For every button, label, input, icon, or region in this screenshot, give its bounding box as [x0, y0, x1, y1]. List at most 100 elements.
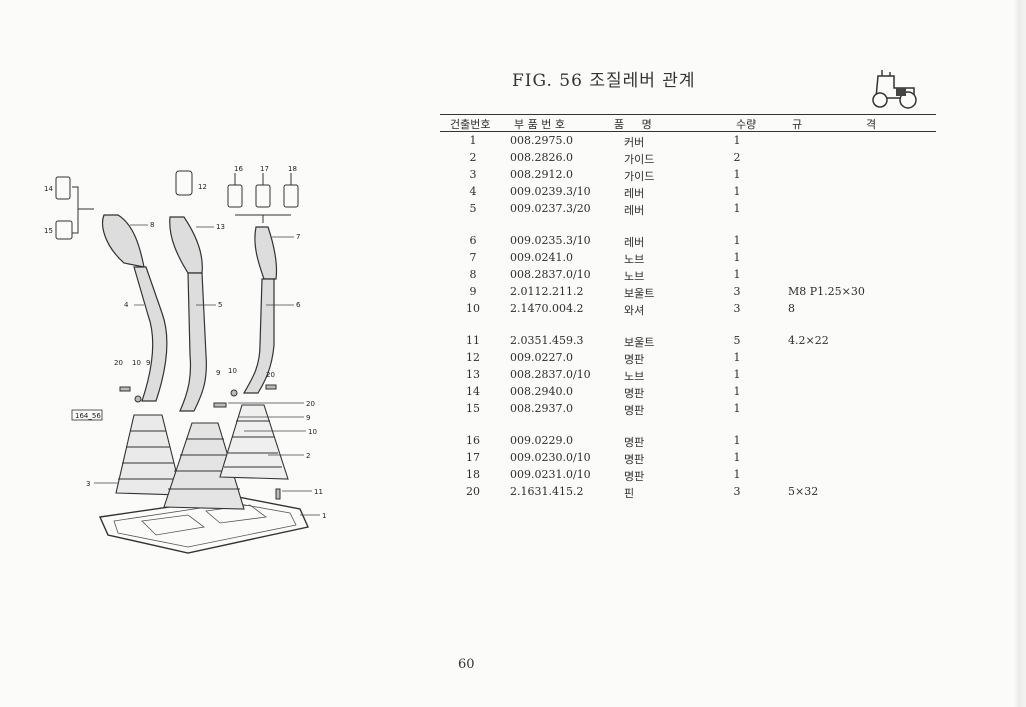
part-number: 009.0231.0/10 [510, 468, 591, 481]
callout-17: 17 [260, 165, 269, 173]
part-number: 2.1470.004.2 [510, 302, 584, 315]
quantity: 1 [733, 351, 741, 364]
item-number: 3 [469, 168, 477, 181]
drawing-code: 164_56 [75, 412, 101, 420]
bolts-and-pins [119, 384, 281, 500]
specification: 8 [788, 302, 795, 315]
header-qty: 수량 [736, 118, 757, 131]
item-number: 12 [466, 351, 480, 364]
item-number: 15 [466, 402, 480, 415]
part-number: 009.0229.0 [510, 434, 573, 447]
part-number: 008.2940.0 [510, 385, 573, 398]
item-number: 13 [466, 368, 480, 381]
part-number: 008.2912.0 [510, 168, 573, 181]
quantity: 1 [733, 368, 741, 381]
callout-10-left: 10 [132, 359, 141, 367]
item-number: 4 [469, 185, 477, 198]
part-number: 2.0351.459.3 [510, 334, 584, 347]
part-name: 가이드 [624, 153, 655, 166]
callout-20-left: 20 [114, 359, 123, 367]
callout-15: 15 [44, 227, 53, 235]
name-plates [55, 170, 299, 240]
item-number: 10 [466, 302, 480, 315]
page-number: 60 [458, 657, 475, 672]
callout-4: 4 [124, 301, 129, 309]
item-number: 6 [469, 234, 477, 247]
part-number: 008.2937.0 [510, 402, 573, 415]
part-name: 레버 [624, 236, 645, 249]
quantity: 2 [733, 151, 741, 164]
part-number: 2.1631.415.2 [510, 485, 584, 498]
part-name: 와셔 [624, 304, 645, 317]
drawing-code-box [71, 409, 103, 421]
part-name: 노브 [624, 253, 645, 266]
group-spacer [440, 217, 936, 232]
part-name: 보울트 [624, 287, 655, 300]
quantity: 1 [733, 234, 741, 247]
header-part-name: 품 명 [614, 118, 652, 131]
quantity: 1 [733, 268, 741, 281]
part-name: 명판 [624, 353, 645, 366]
callout-12: 12 [198, 183, 207, 191]
item-number: 18 [466, 468, 480, 481]
header-part-no: 부 품 번 호 [514, 118, 565, 131]
specification: M8 P1.25×30 [788, 285, 865, 298]
quantity: 1 [733, 402, 741, 415]
part-name: 핀 [624, 487, 635, 500]
item-number: 2 [469, 151, 477, 164]
part-name: 명판 [624, 436, 645, 449]
lever-assembly-diagram: 164_56 14 15 8 12 13 16 17 18 7 4 5 6 20… [44, 165, 326, 554]
table-header: 건출번호 부 품 번 호 품 명 수량 규 격 [440, 114, 936, 132]
quantity: 1 [733, 251, 741, 264]
header-spec-2: 격 [866, 118, 877, 131]
leader-lines [94, 224, 320, 516]
item-number: 16 [466, 434, 480, 447]
table-row: 18 009.0231.0/10 명판 1 [440, 466, 936, 483]
quantity: 1 [733, 185, 741, 198]
part-number: 009.0237.3/20 [510, 202, 591, 215]
part-name: 명판 [624, 404, 645, 417]
callout-9-left: 9 [146, 359, 150, 367]
quantity: 3 [733, 485, 741, 498]
part-name: 명판 [624, 453, 645, 466]
item-number: 17 [466, 451, 480, 464]
specification: 4.2×22 [788, 334, 829, 347]
callout-14: 14 [44, 185, 53, 193]
figure-title: FIG. 56 조질레버 관계 [512, 71, 696, 91]
item-number: 9 [469, 285, 477, 298]
page-edge-shadow [1014, 0, 1026, 707]
part-name: 커버 [624, 136, 645, 149]
part-name: 레버 [624, 187, 645, 200]
quantity: 1 [733, 385, 741, 398]
rubber-boot-right [219, 404, 289, 480]
header-item-no: 건출번호 [450, 118, 491, 131]
shift-lever-center [169, 216, 207, 412]
quantity: 1 [733, 134, 741, 147]
quantity: 3 [733, 285, 741, 298]
part-name: 가이드 [624, 170, 655, 183]
callout-7: 7 [296, 233, 300, 241]
quantity: 1 [733, 468, 741, 481]
group-spacer [440, 417, 936, 432]
part-name: 명판 [624, 387, 645, 400]
callout-1: 1 [322, 512, 326, 520]
part-name: 명판 [624, 470, 645, 483]
part-number: 008.2837.0/10 [510, 268, 591, 281]
item-number: 7 [469, 251, 477, 264]
item-number: 20 [466, 485, 480, 498]
quantity: 1 [733, 168, 741, 181]
